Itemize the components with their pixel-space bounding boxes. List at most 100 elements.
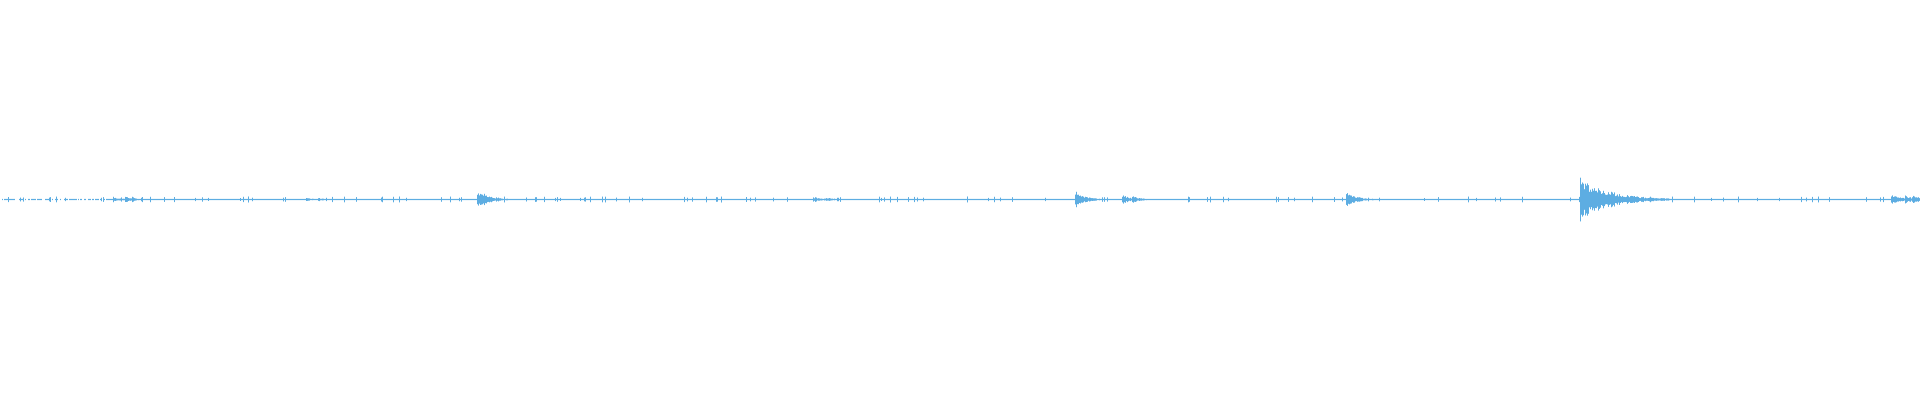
waveform-sample bbox=[1707, 198, 1708, 201]
waveform-sample bbox=[596, 198, 597, 201]
waveform-sample bbox=[695, 198, 696, 201]
waveform-sample bbox=[10, 198, 11, 201]
waveform-sample bbox=[1585, 183, 1586, 216]
waveform-sample bbox=[28, 198, 29, 201]
waveform-sample bbox=[1222, 198, 1223, 201]
waveform-sample bbox=[166, 198, 167, 201]
waveform-sample bbox=[1409, 198, 1410, 201]
waveform-sample bbox=[1381, 198, 1382, 201]
waveform-sample bbox=[824, 198, 825, 201]
waveform-sample bbox=[1349, 194, 1350, 205]
waveform-sample bbox=[238, 198, 239, 201]
waveform-sample bbox=[1829, 197, 1830, 202]
waveform-sample bbox=[462, 198, 463, 201]
waveform-sample bbox=[921, 198, 922, 201]
waveform-sample bbox=[810, 198, 811, 201]
waveform-sample bbox=[215, 198, 216, 201]
waveform-sample bbox=[316, 198, 317, 201]
waveform-sample bbox=[1696, 198, 1697, 201]
waveform-sample bbox=[464, 198, 465, 201]
waveform-sample bbox=[511, 198, 512, 201]
waveform-sample bbox=[1429, 198, 1430, 201]
waveform-sample bbox=[1043, 198, 1044, 201]
waveform-sample bbox=[512, 198, 513, 201]
waveform-sample bbox=[1458, 198, 1459, 201]
waveform-sample bbox=[774, 198, 775, 201]
waveform-sample bbox=[140, 198, 141, 201]
waveform-sample bbox=[1719, 198, 1720, 201]
waveform-sample bbox=[162, 198, 163, 201]
waveform-sample bbox=[241, 198, 242, 201]
waveform-sample bbox=[1414, 198, 1415, 201]
waveform-sample bbox=[733, 198, 734, 201]
waveform-sample bbox=[1539, 198, 1540, 201]
waveform-sample bbox=[1571, 198, 1572, 201]
waveform-sample bbox=[1326, 198, 1327, 201]
waveform-sample bbox=[144, 198, 145, 201]
waveform-sample bbox=[1582, 182, 1583, 217]
waveform-sample bbox=[597, 198, 598, 201]
waveform-sample bbox=[804, 198, 805, 201]
waveform-sample bbox=[1351, 195, 1352, 204]
waveform-sample bbox=[74, 198, 75, 201]
waveform-sample bbox=[1577, 198, 1578, 201]
waveform-sample bbox=[1564, 198, 1565, 201]
waveform-sample bbox=[683, 198, 684, 201]
waveform-sample bbox=[1700, 198, 1701, 201]
waveform-sample bbox=[1521, 198, 1522, 201]
waveform-sample bbox=[1247, 198, 1248, 201]
waveform-sample bbox=[1682, 198, 1683, 201]
waveform-sample bbox=[127, 197, 128, 202]
waveform-sample bbox=[916, 198, 917, 201]
waveform-sample bbox=[183, 198, 184, 201]
waveform-sample bbox=[1545, 198, 1546, 201]
waveform-sample bbox=[467, 198, 468, 201]
waveform-sample bbox=[649, 198, 650, 201]
waveform-sample bbox=[745, 198, 746, 201]
waveform-sample bbox=[1193, 198, 1194, 201]
waveform-sample bbox=[703, 198, 704, 201]
waveform-sample bbox=[1052, 198, 1053, 201]
waveform-sample bbox=[4, 198, 5, 201]
waveform-sample bbox=[358, 198, 359, 201]
waveform-sample bbox=[1744, 198, 1745, 201]
waveform-sample bbox=[696, 198, 697, 201]
waveform-sample bbox=[993, 198, 994, 201]
waveform-sample bbox=[1076, 191, 1077, 208]
waveform-sample bbox=[1512, 198, 1513, 201]
waveform-sample bbox=[1716, 198, 1717, 201]
waveform-sample bbox=[660, 198, 661, 201]
waveform-sample bbox=[244, 198, 245, 201]
waveform-sample bbox=[117, 198, 118, 201]
waveform-sample bbox=[551, 198, 552, 201]
waveform-sample bbox=[914, 196, 915, 203]
waveform-sample bbox=[450, 196, 451, 203]
waveform-sample bbox=[1357, 197, 1358, 202]
waveform-sample bbox=[114, 198, 115, 201]
waveform-sample bbox=[1587, 183, 1588, 216]
waveform-sample bbox=[225, 198, 226, 201]
waveform-sample bbox=[290, 198, 291, 201]
waveform-sample bbox=[8, 197, 9, 203]
waveform-sample bbox=[690, 198, 691, 201]
waveform-sample bbox=[523, 198, 524, 201]
waveform-sample bbox=[388, 198, 389, 201]
waveform-sample bbox=[1135, 197, 1136, 202]
waveform-sample bbox=[1371, 198, 1372, 201]
waveform-sample bbox=[263, 198, 264, 201]
waveform-sample bbox=[1796, 198, 1797, 201]
waveform-sample bbox=[769, 198, 770, 201]
waveform-sample bbox=[206, 198, 207, 201]
waveform-sample bbox=[908, 197, 909, 202]
waveform-sample bbox=[630, 198, 631, 201]
waveform-sample bbox=[768, 198, 769, 201]
waveform-sample bbox=[966, 198, 967, 201]
waveform-sample bbox=[1368, 197, 1369, 202]
waveform-sample bbox=[1642, 197, 1643, 202]
waveform-sample bbox=[1374, 198, 1375, 201]
waveform-sample bbox=[1751, 198, 1752, 201]
waveform-sample bbox=[1782, 198, 1783, 201]
waveform-sample bbox=[197, 198, 198, 201]
waveform-sample bbox=[899, 198, 900, 201]
